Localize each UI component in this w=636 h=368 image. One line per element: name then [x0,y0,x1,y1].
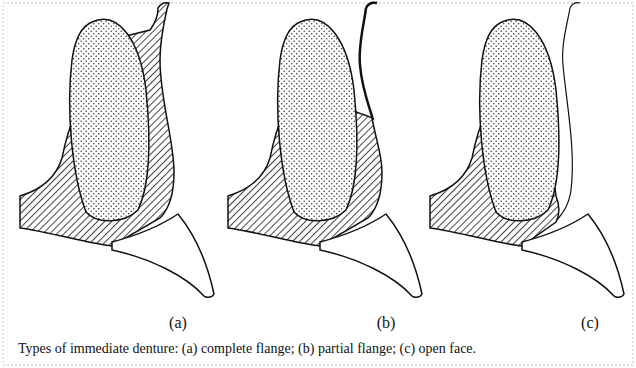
denture-tooth [70,19,149,220]
partial-flange-figure [228,3,422,298]
figure-label: (a) [169,314,187,332]
denture-tooth [480,19,559,220]
complete-flange-figure [20,3,214,298]
lip-outline [557,8,572,220]
lower-incisor [112,214,214,297]
figure-label: (c) [581,314,599,332]
lower-incisor [320,214,422,297]
denture-tooth [278,19,357,220]
lip-outline [570,3,580,8]
figure-caption: Types of immediate denture: (a) complete… [18,341,476,357]
denture-base [20,3,174,246]
lip-outline [366,3,377,8]
lower-incisor [522,214,624,297]
image-frame [3,3,633,365]
figure-label: (b) [377,314,396,332]
open-face-figure [430,3,624,298]
lip-outline [360,8,373,120]
